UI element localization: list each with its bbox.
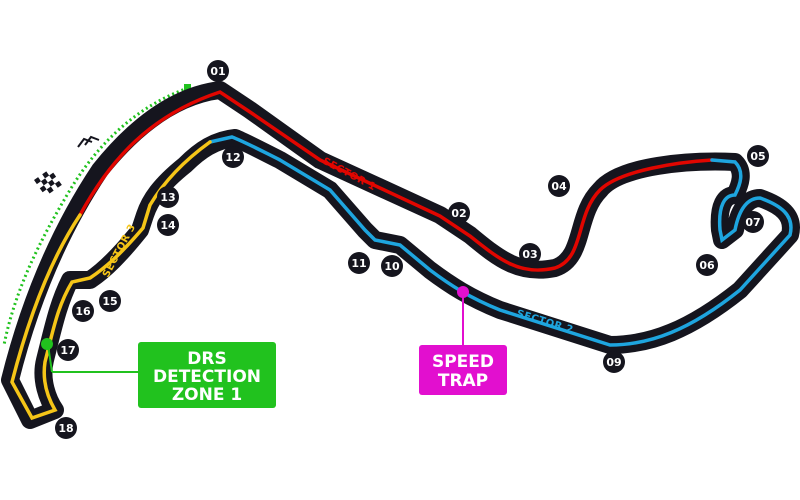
speed-trap-label-line1: SPEED [432,352,494,372]
drs-label-line1: DRS [187,349,226,369]
track-outline [1,81,800,429]
turn-marker-17: 17 [57,339,79,361]
drs-label-line2: DETECTION [153,367,261,387]
svg-text:04: 04 [551,180,567,193]
svg-text:07: 07 [745,216,760,229]
svg-text:03: 03 [522,248,537,261]
turn-markers: 01 02 03 04 05 06 07 09 10 11 12 13 14 1… [55,60,769,439]
speed-trap-label-line2: TRAP [438,371,488,391]
drs-label-line3: ZONE 1 [172,385,242,405]
chequered-flag-icon [34,171,62,194]
svg-text:10: 10 [384,260,400,273]
drs-detection-box: DRS DETECTION ZONE 1 [138,342,276,408]
svg-text:18: 18 [58,422,73,435]
turn-marker-03: 03 [519,243,541,265]
svg-text:02: 02 [451,207,466,220]
turn-marker-16: 16 [72,300,94,322]
turn-marker-12: 12 [222,146,244,168]
svg-text:15: 15 [102,295,117,308]
turn-marker-15: 15 [99,290,121,312]
svg-text:11: 11 [351,257,366,270]
turn-marker-14: 14 [157,214,179,236]
turn-marker-10: 10 [381,255,403,277]
sector-1-line [78,90,714,272]
svg-text:06: 06 [699,259,715,272]
drs-detection-point [41,338,53,350]
sector-3-line [10,140,212,421]
turn-marker-13: 13 [157,186,179,208]
svg-text:14: 14 [160,219,176,232]
turn-marker-11: 11 [348,252,370,274]
speed-trap-box: SPEED TRAP [419,345,507,395]
svg-text:16: 16 [75,305,91,318]
svg-text:05: 05 [750,150,765,163]
svg-text:13: 13 [160,191,175,204]
turn-marker-04: 04 [548,175,570,197]
speed-trap-point [457,286,469,298]
turn-marker-01: 01 [207,60,229,82]
svg-text:17: 17 [60,344,75,357]
svg-text:12: 12 [225,151,240,164]
turn-marker-09: 09 [603,351,625,373]
direction-chevrons-icon [77,135,100,148]
turn-marker-18: 18 [55,417,77,439]
drs-zone-end-marker [184,84,191,91]
svg-text:09: 09 [606,356,621,369]
turn-marker-07: 07 [742,211,764,233]
sector-2-line [208,135,793,347]
turn-marker-05: 05 [747,145,769,167]
turn-marker-06: 06 [696,254,718,276]
turn-marker-02: 02 [448,202,470,224]
svg-text:01: 01 [210,65,225,78]
